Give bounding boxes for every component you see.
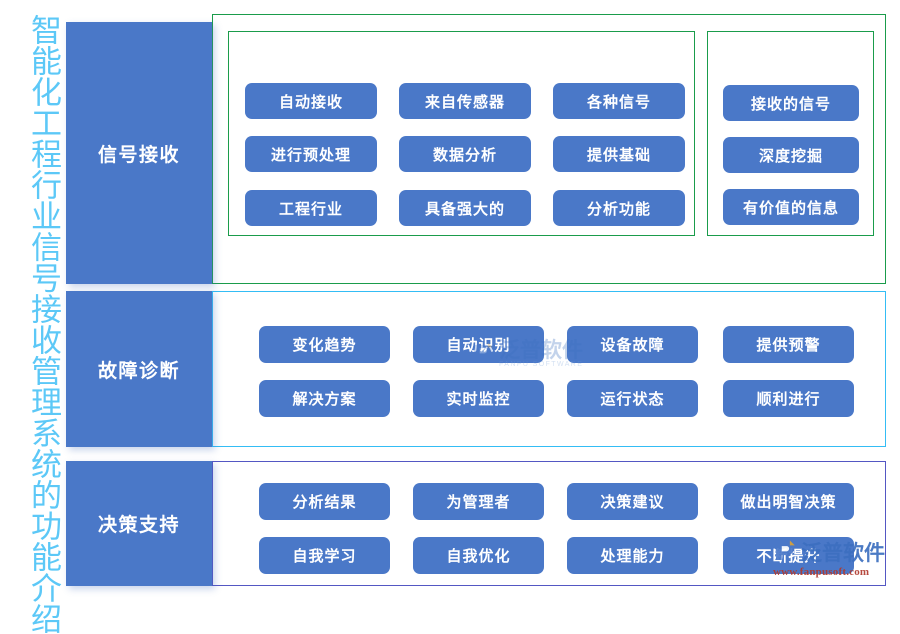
feature-pill[interactable]: 顺利进行: [723, 380, 854, 417]
category-label-text: 信号接收: [97, 144, 180, 166]
category-label-signal-reception[interactable]: 信号接收: [66, 22, 212, 284]
category-label-decision-support[interactable]: 决策支持: [66, 461, 212, 586]
feature-pill[interactable]: 自动接收: [245, 83, 377, 119]
feature-pill[interactable]: 自我优化: [413, 537, 544, 574]
feature-pill[interactable]: 分析功能: [553, 190, 685, 226]
section-frame-signal-reception: [212, 14, 886, 284]
feature-pill[interactable]: 接收的信号: [723, 85, 859, 121]
feature-pill[interactable]: 工程行业: [245, 190, 377, 226]
category-label-text: 故障诊断: [97, 360, 180, 382]
feature-pill[interactable]: 设备故障: [567, 326, 698, 363]
feature-pill[interactable]: 来自传感器: [399, 83, 531, 119]
feature-pill[interactable]: 处理能力: [567, 537, 698, 574]
feature-pill[interactable]: 深度挖掘: [723, 137, 859, 173]
feature-pill[interactable]: 自我学习: [259, 537, 390, 574]
feature-pill[interactable]: 自动识别: [413, 326, 544, 363]
feature-pill[interactable]: 实时监控: [413, 380, 544, 417]
feature-pill[interactable]: 分析结果: [259, 483, 390, 520]
feature-pill[interactable]: 有价值的信息: [723, 189, 859, 225]
feature-pill[interactable]: 提供基础: [553, 136, 685, 172]
feature-pill[interactable]: 数据分析: [399, 136, 531, 172]
feature-pill[interactable]: 运行状态: [567, 380, 698, 417]
section-inner-frame-signal-secondary: [707, 31, 874, 236]
feature-pill[interactable]: 提供预警: [723, 326, 854, 363]
feature-pill[interactable]: 进行预处理: [245, 136, 377, 172]
feature-pill[interactable]: 做出明智决策: [723, 483, 854, 520]
section-frame-fault-diagnosis: [212, 291, 886, 447]
category-label-text: 决策支持: [97, 515, 180, 536]
feature-pill[interactable]: 解决方案: [259, 380, 390, 417]
page-title-vertical: 智能化工程行业信号接收管理系统的功能介绍: [26, 14, 61, 634]
section-inner-frame-signal-primary: [228, 31, 695, 236]
feature-pill[interactable]: 各种信号: [553, 83, 685, 119]
feature-pill[interactable]: 不断提升: [723, 537, 854, 574]
feature-pill[interactable]: 决策建议: [567, 483, 698, 520]
section-frame-decision-support: [212, 461, 886, 586]
feature-pill[interactable]: 变化趋势: [259, 326, 390, 363]
feature-pill[interactable]: 具备强大的: [399, 190, 531, 226]
diagram-canvas: 智能化工程行业信号接收管理系统的功能介绍 信号接收 故障诊断 决策支持 自动接收…: [26, 14, 886, 634]
category-label-fault-diagnosis[interactable]: 故障诊断: [66, 291, 212, 447]
feature-pill[interactable]: 为管理者: [413, 483, 544, 520]
